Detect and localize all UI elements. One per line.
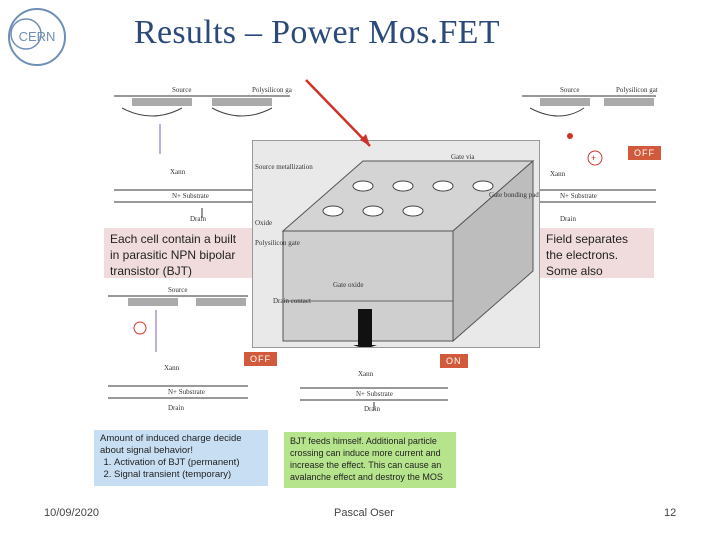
slide-title: Results – Power Mos.FET xyxy=(134,14,500,51)
cern-logo-icon: CERN xyxy=(8,8,66,66)
label-drain: Drain xyxy=(190,215,206,223)
mosfet-3d-diagram: Gate via Source metallization Gate bondi… xyxy=(252,140,540,348)
label-source-2: Source xyxy=(560,86,579,94)
callout-field: Field separates the electrons. Some also… xyxy=(540,228,654,278)
label-substrate-4: N+ Substrate xyxy=(356,390,393,398)
label-gate-pad: Gate bonding pad xyxy=(489,191,539,199)
label-poly-gate-2: Polysilicon gate xyxy=(616,86,658,94)
mosfet-diagram-bottom-left: Source N+ Substrate Drain Xann xyxy=(108,286,248,412)
charge-item-1: Activation of BJT (permanent) xyxy=(114,457,262,469)
label-source: Source xyxy=(172,86,191,94)
label-poly-3d: Polysilicon gate xyxy=(255,239,300,247)
mosfet-diagram-bottom-center: Xann N+ Substrate Drain xyxy=(300,348,448,412)
logo-text: CERN xyxy=(19,29,56,44)
footer-date: 10/09/2020 xyxy=(44,507,100,519)
callout-charge-intro: Amount of induced charge decide about si… xyxy=(100,433,242,456)
footer-author: Pascal Oser xyxy=(334,507,394,519)
label-xann-3: Xann xyxy=(164,364,180,372)
charge-item-2: Signal transient (temporary) xyxy=(114,469,262,481)
label-xann-4: Xann xyxy=(358,370,374,378)
label-drain-contact: Drain contact xyxy=(273,297,311,305)
label-oxide: Oxide xyxy=(255,219,272,227)
label-source-metal: Source metallization xyxy=(255,163,313,171)
callout-bjt: Each cell contain a built in parasitic N… xyxy=(104,228,252,278)
label-drain-2: Drain xyxy=(560,215,576,223)
svg-text:+: + xyxy=(591,153,596,163)
badge-on-mid: ON xyxy=(440,354,468,368)
label-substrate-2: N+ Substrate xyxy=(560,192,597,200)
label-gate-oxide: Gate oxide xyxy=(333,281,364,289)
callout-feeds: BJT feeds himself. Additional particle c… xyxy=(284,432,456,488)
label-drain-3: Drain xyxy=(168,404,184,412)
footer-page-number: 12 xyxy=(664,507,677,519)
label-drain-4: Drain xyxy=(364,405,380,412)
badge-off-top: OFF xyxy=(628,146,661,160)
label-substrate-3: N+ Substrate xyxy=(168,388,205,396)
label-substrate: N+ Substrate xyxy=(172,192,209,200)
label-xann: Xann xyxy=(170,168,186,176)
badge-off-mid: OFF xyxy=(244,352,277,366)
callout-charge-list: Activation of BJT (permanent) Signal tra… xyxy=(100,457,262,481)
label-xann-2: Xann xyxy=(550,170,566,178)
particle-track xyxy=(305,79,371,147)
label-gate-via: Gate via xyxy=(451,153,475,161)
callout-charge: Amount of induced charge decide about si… xyxy=(94,430,268,486)
label-poly-gate: Polysilicon gate xyxy=(252,86,292,94)
label-source-3: Source xyxy=(168,286,187,294)
